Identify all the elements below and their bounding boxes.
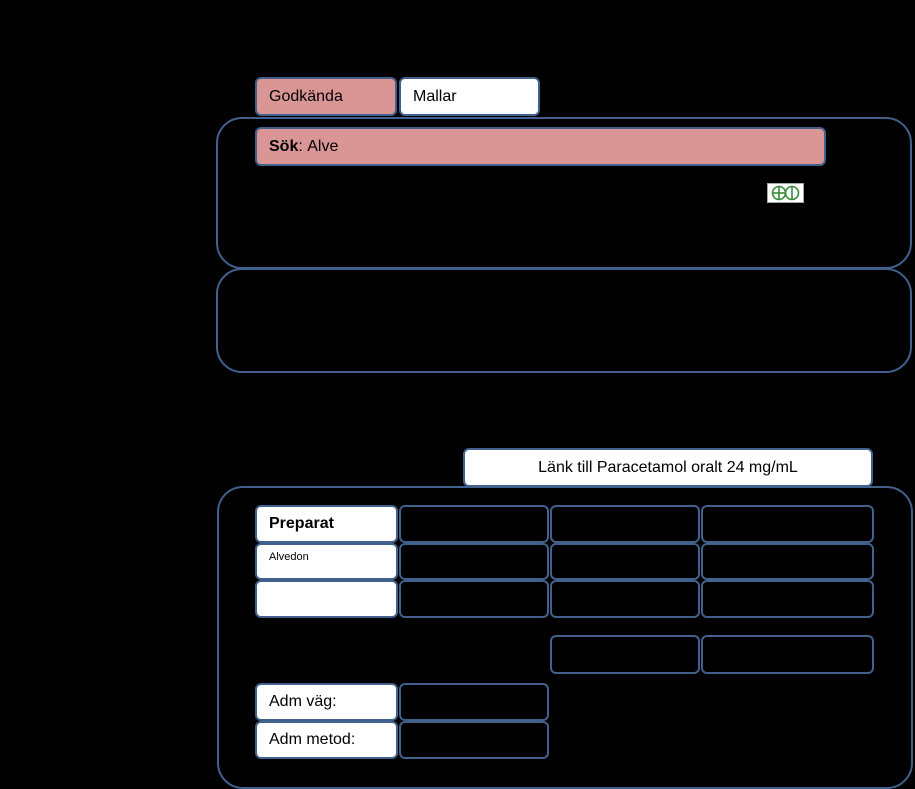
add-circle-icon[interactable] xyxy=(767,183,804,203)
search-query: Alve xyxy=(307,137,339,155)
table-cell[interactable] xyxy=(550,505,700,543)
table-cell[interactable] xyxy=(550,543,700,580)
adm-route-text: Adm väg: xyxy=(269,693,337,710)
search-label: Sök xyxy=(269,137,299,155)
adm-method-label: Adm metod: xyxy=(255,721,398,759)
table-row-alvedon[interactable]: Alvedon xyxy=(255,543,398,580)
tab-godkanda[interactable]: Godkända xyxy=(255,77,397,116)
paracetamol-link-label: Länk till Paracetamol oralt 24 mg/mL xyxy=(538,458,798,476)
table-cell[interactable] xyxy=(399,505,549,543)
tab-mallar[interactable]: Mallar xyxy=(399,77,540,116)
table-header-preparat: Preparat xyxy=(255,505,398,543)
adm-method-text: Adm metod: xyxy=(269,731,356,748)
extra-field[interactable] xyxy=(550,635,700,674)
table-cell[interactable] xyxy=(701,580,874,618)
search-input[interactable]: Sök: Alve xyxy=(255,127,826,166)
table-row-empty[interactable] xyxy=(255,580,398,618)
tab-godkanda-label: Godkända xyxy=(269,87,343,105)
table-cell[interactable] xyxy=(550,580,700,618)
tab-mallar-label: Mallar xyxy=(413,87,457,105)
adm-route-label: Adm väg: xyxy=(255,683,398,721)
table-cell[interactable] xyxy=(701,505,874,543)
table-cell[interactable] xyxy=(399,543,549,580)
paracetamol-link[interactable]: Länk till Paracetamol oralt 24 mg/mL xyxy=(463,448,873,487)
extra-field[interactable] xyxy=(701,635,874,674)
adm-route-field[interactable] xyxy=(399,683,549,721)
table-cell[interactable] xyxy=(701,543,874,580)
table-cell[interactable] xyxy=(399,580,549,618)
results-panel xyxy=(216,268,912,373)
table-header-label: Preparat xyxy=(269,515,334,532)
table-row-label: Alvedon xyxy=(269,551,309,563)
search-label-separator: : xyxy=(298,137,303,155)
adm-method-field[interactable] xyxy=(399,721,549,759)
